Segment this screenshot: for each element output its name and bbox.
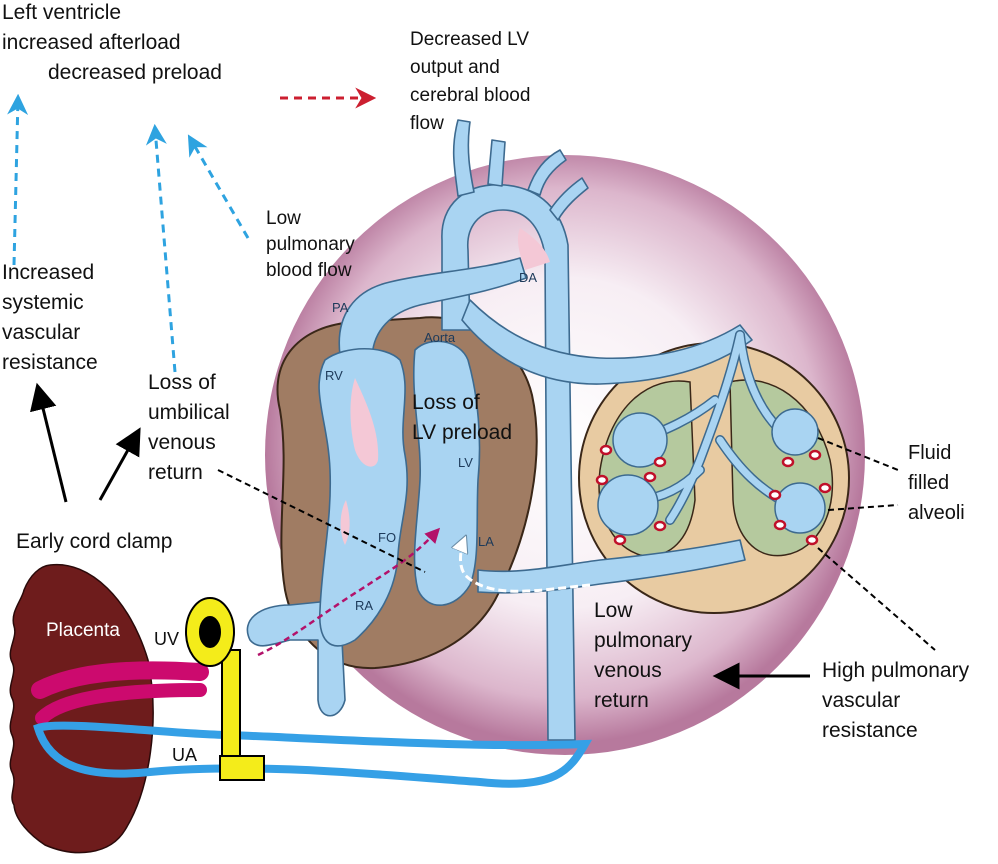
leader-alveoli-1 [817, 437, 899, 471]
magenta-flow-arrow [257, 527, 441, 657]
great-vessels [246, 119, 753, 741]
umbilical-vein [31, 661, 209, 699]
black-arrow-1 [30, 382, 68, 503]
label-la: LA [478, 534, 494, 549]
umbilical-vein-lower [35, 683, 207, 725]
white-flow-arrow [460, 538, 591, 593]
cord-clamp [185, 597, 265, 781]
leader-high-pvr [817, 547, 936, 651]
label-low-pulmonary-venous-return: Low pulmonary venous return [594, 599, 693, 712]
label-loss-of-lv-preload: Loss of LV preload [412, 391, 513, 444]
label-lv: LV [458, 455, 473, 470]
label-high-pvr: High pulmonary vascular resistance [822, 659, 970, 742]
leader-alveoli-2 [827, 504, 899, 511]
label-increased-afterload: increased afterload [2, 31, 181, 54]
placenta-shape [9, 563, 154, 854]
blue-arrow-1 [7, 93, 29, 266]
blue-arrow-2 [145, 123, 177, 373]
rv-flow-pink [350, 378, 379, 467]
label-decreased-lv-output: Decreased LV output and cerebral blood f… [410, 29, 531, 134]
label-left-ventricle: Left ventricle [2, 1, 122, 24]
capillaries [595, 444, 832, 546]
label-da: DA [519, 270, 538, 285]
label-ua: UA [172, 745, 198, 765]
label-fo: FO [378, 530, 397, 545]
label-decreased-preload: decreased preload [48, 61, 222, 84]
label-increased-svr: Increased systemic vascular resistance [2, 261, 98, 374]
label-rv: RV [325, 368, 343, 383]
label-uv: UV [154, 629, 180, 649]
label-aorta: Aorta [424, 330, 456, 345]
label-ra: RA [355, 598, 374, 613]
black-arrow-2 [98, 427, 141, 501]
blue-arrow-3 [187, 134, 250, 239]
label-fluid-filled-alveoli: Fluid filled alveoli [908, 442, 965, 524]
da-flow-pink [517, 228, 550, 270]
label-loss-of-umbilical: Loss of umbilical venous return [148, 371, 230, 484]
label-placenta: Placenta [46, 620, 120, 641]
label-early-cord-clamp: Early cord clamp [16, 530, 173, 553]
label-low-pulmonary-blood-flow: Low pulmonary blood flow [266, 208, 355, 281]
alveoli [597, 408, 826, 536]
leader-umbilical [217, 469, 426, 573]
label-pa: PA [332, 300, 349, 315]
